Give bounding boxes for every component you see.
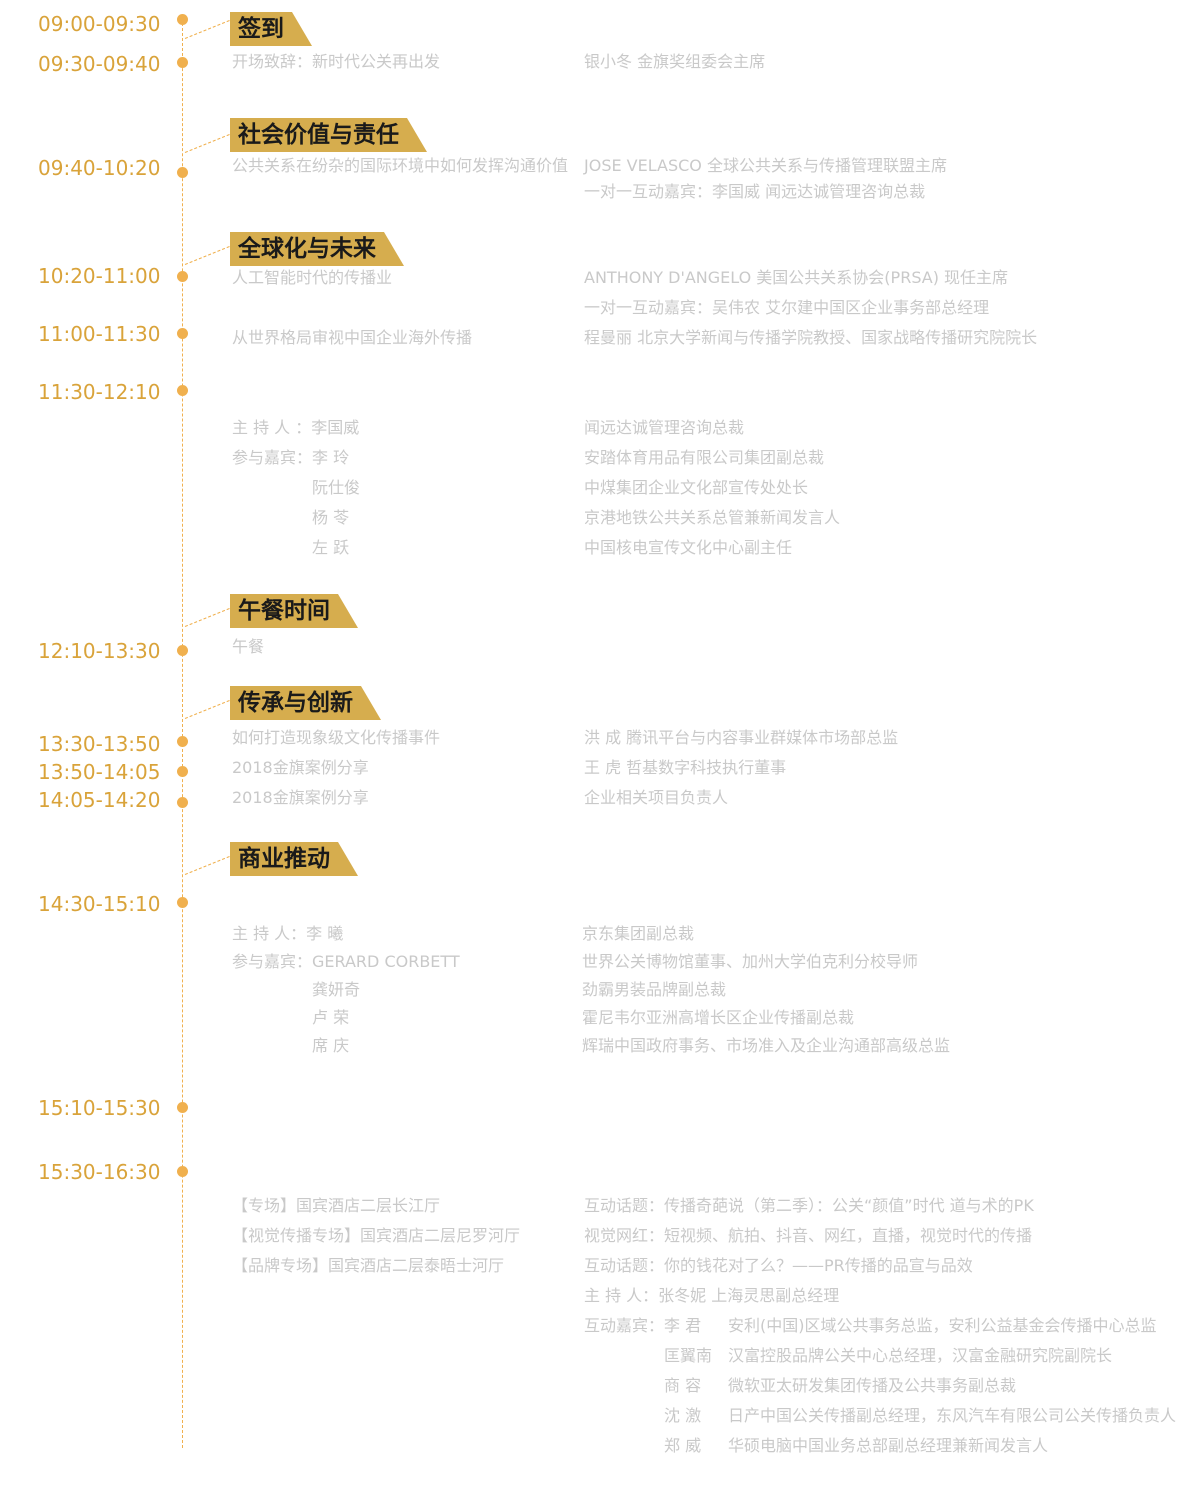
connector-line [184,856,230,875]
topic-label: 互动话题：传播奇葩说（第二季）：公关“颜值”时代 道与术的PK [584,1196,1034,1215]
panel-guest-title: 安利(中国)区域公共事务总监，安利公益基金会传播中心总监 [728,1316,1157,1335]
panel-guest: 席 庆 [312,1036,350,1055]
connector-line [184,20,230,39]
time-label: 10:20-11:00 [38,264,161,288]
panel-guest: 阮仕俊 [312,478,361,497]
panel-guest: 沈 激 [664,1406,702,1425]
panel-guest-title: 华硕电脑中国业务总部副总经理兼新闻发言人 [728,1436,1049,1455]
time-label: 11:30-12:10 [38,380,161,404]
panel-guest-title: 劲霸男装品牌副总裁 [582,980,727,999]
timeline-dot [177,797,188,808]
panel-guest-title: 日产中国公关传播副总经理，东风汽车有限公司公关传播负责人 [728,1406,1177,1425]
panel-guest: 杨 苓 [312,508,350,527]
section-header: 商业推动 [230,842,358,876]
session-speaker: 程曼丽 北京大学新闻与传播学院教授、国家战略传播研究院院长 [584,328,1038,347]
timeline-line [182,18,183,1448]
section-header: 全球化与未来 [230,232,404,266]
panel-guest: 参与嘉宾：李 玲 [232,448,350,467]
panel-guest: 匡翼南 [664,1346,713,1365]
session-guest: 一对一互动嘉宾：吴伟农 艾尔建中国区企业事务部总经理 [584,298,990,317]
panel-guest: 龚妍奇 [312,980,361,999]
time-label: 12:10-13:30 [38,639,161,663]
session-title: 人工智能时代的传播业 [232,268,393,287]
venue-label: 【品牌专场】国宾酒店二层泰晤士河厅 [232,1256,505,1275]
time-label: 15:30-16:30 [38,1160,161,1184]
session-title: 如何打造现象级文化传播事件 [232,728,441,747]
panel-guest-title: 世界公关博物馆董事、加州大学伯克利分校导师 [582,952,919,971]
timeline-dot [177,1166,188,1177]
timeline-dot [177,385,188,396]
session-title: 2018金旗案例分享 [232,758,369,777]
timeline-dot [177,766,188,777]
session-title: 午餐 [232,637,265,656]
session-speaker: 王 虎 哲基数字科技执行董事 [584,758,787,777]
time-label: 14:05-14:20 [38,788,161,812]
time-label: 09:00-09:30 [38,12,161,36]
connector-line [184,700,230,719]
timeline-dot [177,328,188,339]
topic-label: 互动话题：你的钱花对了么？——PR传播的品宣与品效 [584,1256,973,1275]
session-guest: 一对一互动嘉宾：李国威 闻远达诚管理咨询总裁 [584,182,926,201]
session-speaker: ANTHONY D'ANGELO 美国公共关系协会(PRSA) 现任主席 [584,268,1009,287]
topic-label: 视觉网红：短视频、航拍、抖音、网红，直播，视觉时代的传播 [584,1226,1033,1245]
session-speaker: 洪 成 腾讯平台与内容事业群媒体市场部总监 [584,728,899,747]
timeline-dot [177,271,188,282]
section-header: 社会价值与责任 [230,118,427,152]
connector-line [184,134,230,153]
panel-host-title: 闻远达诚管理咨询总裁 [584,418,745,437]
time-label: 11:00-11:30 [38,322,161,346]
connector-line [184,608,230,627]
time-label: 09:30-09:40 [38,52,161,76]
panel-guest-title: 安踏体育用品有限公司集团副总裁 [584,448,825,467]
panel-guest: 左 跃 [312,538,350,557]
panel-guest-title: 微软亚太研发集团传播及公共事务副总裁 [728,1376,1017,1395]
venue-label: 【视觉传播专场】国宾酒店二层尼罗河厅 [232,1226,521,1245]
session-title: 公共关系在纷杂的国际环境中如何发挥沟通价值 [232,156,569,175]
panel-guest-title: 中国核电宣传文化中心副主任 [584,538,793,557]
panel-guest: 互动嘉宾：李 君 [584,1316,702,1335]
time-label: 15:10-15:30 [38,1096,161,1120]
session-title: 2018金旗案例分享 [232,788,369,807]
timeline-dot [177,167,188,178]
section-header: 签到 [230,12,312,46]
panel-guest: 郑 威 [664,1436,702,1455]
section-header: 午餐时间 [230,594,358,628]
section-header: 传承与创新 [230,686,381,720]
timeline-dot [177,897,188,908]
time-label: 14:30-15:10 [38,892,161,916]
panel-host-title: 京东集团副总裁 [582,924,695,943]
connector-line [184,246,230,265]
venue-label: 【专场】国宾酒店二层长江厅 [232,1196,441,1215]
session-title: 开场致辞：新时代公关再出发 [232,52,441,71]
panel-guest: 商 容 [664,1376,702,1395]
timeline-dot [177,57,188,68]
panel-guest: 参与嘉宾：GERARD CORBETT [232,952,460,971]
time-label: 13:50-14:05 [38,760,161,784]
panel-guest-title: 辉瑞中国政府事务、市场准入及企业沟通部高级总监 [582,1036,951,1055]
panel-guest-title: 中煤集团企业文化部宣传处处长 [584,478,809,497]
panel-guest: 卢 荣 [312,1008,350,1027]
timeline-dot [177,736,188,747]
panel-guest-title: 京港地铁公共关系总管兼新闻发言人 [584,508,841,527]
timeline-dot [177,645,188,656]
panel-host: 主 持 人：张冬妮 上海灵思副总经理 [584,1286,840,1305]
panel-host: 主 持 人 ：李国威 [232,418,360,437]
session-title: 从世界格局审视中国企业海外传播 [232,328,473,347]
panel-guest-title: 霍尼韦尔亚洲高增长区企业传播副总裁 [582,1008,855,1027]
session-speaker: JOSE VELASCO 全球公共关系与传播管理联盟主席 [584,156,947,175]
session-speaker: 银小冬 金旗奖组委会主席 [584,52,766,71]
time-label: 13:30-13:50 [38,732,161,756]
time-label: 09:40-10:20 [38,156,161,180]
timeline-dot [177,14,188,25]
session-speaker: 企业相关项目负责人 [584,788,729,807]
panel-guest-title: 汉富控股品牌公关中心总经理，汉富金融研究院副院长 [728,1346,1113,1365]
timeline-dot [177,1102,188,1113]
panel-host: 主 持 人：李 曦 [232,924,344,943]
